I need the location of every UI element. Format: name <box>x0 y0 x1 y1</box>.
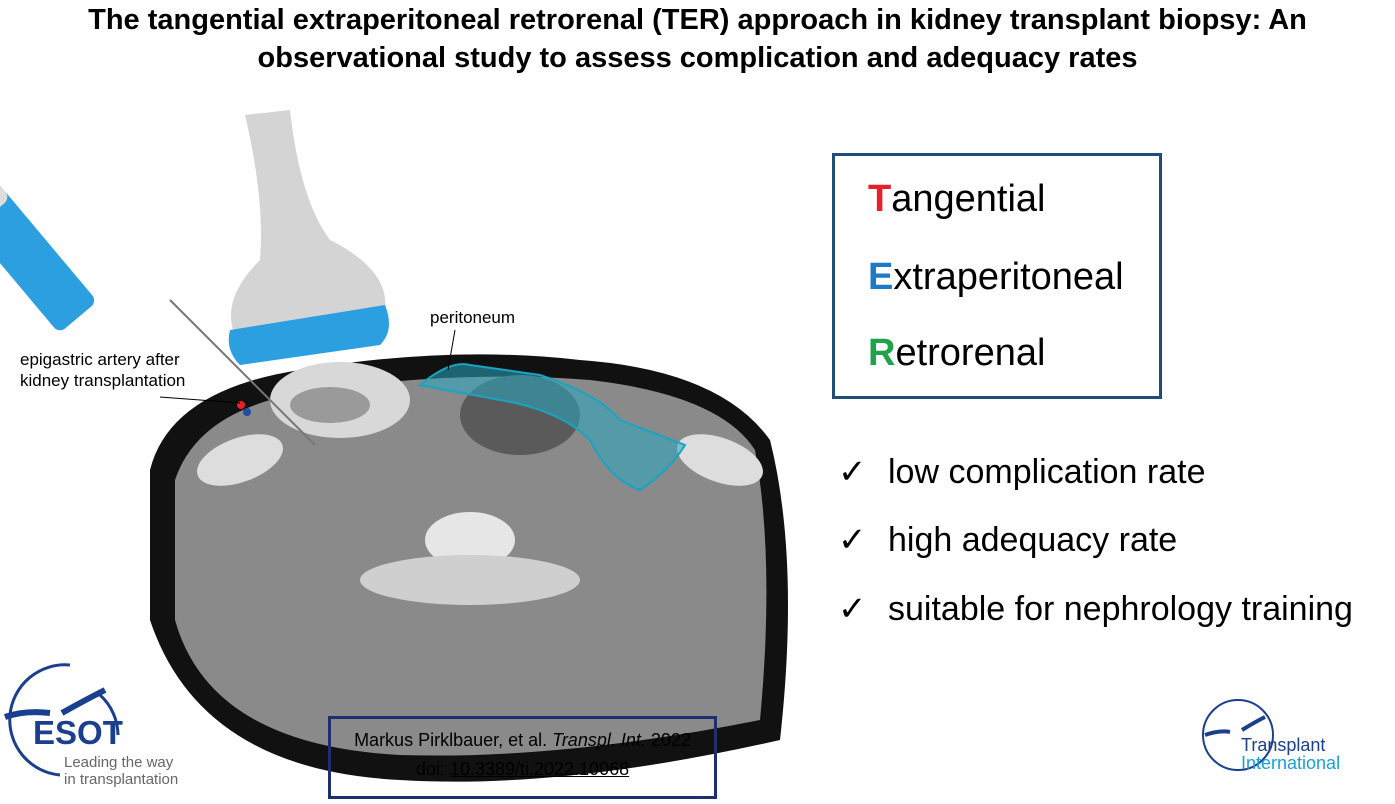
hands-circle-icon <box>1202 699 1274 771</box>
citation-authors: Markus Pirklbauer, et al. <box>354 730 548 750</box>
letter-t: T <box>868 178 892 220</box>
doi-label: doi: <box>415 759 445 779</box>
ter-rest: angential <box>891 178 1046 220</box>
ti-wordmark-1: Transplant <box>1241 735 1326 755</box>
benefit-item: ✓ suitable for nephrology training <box>838 589 1353 629</box>
letter-e: E <box>868 256 894 298</box>
esot-tagline-1: Leading the way <box>64 754 174 771</box>
citation-year: 2022 <box>650 730 691 750</box>
benefit-item: ✓ low complication rate <box>838 452 1205 492</box>
title-line-1: The tangential extraperitoneal retrorena… <box>88 4 1307 36</box>
citation-journal: Transpl. Int. <box>552 730 646 750</box>
check-icon: ✓ <box>838 521 867 559</box>
hands-circle-icon <box>4 663 120 777</box>
ter-rest: etrorenal <box>895 332 1046 374</box>
ct-scan <box>150 354 788 782</box>
ter-extraperitoneal: Extraperitoneal <box>868 256 1124 299</box>
citation-box: Markus Pirklbauer, et al. Transpl. Int. … <box>328 716 717 799</box>
title-line-2: observational study to assess complicati… <box>257 42 1138 74</box>
ultrasound-probe-icon <box>228 110 389 365</box>
doi-link[interactable]: 10.3389/ti.2022.10068 <box>449 759 630 779</box>
letter-r: R <box>868 332 896 374</box>
ct-illustration <box>0 110 788 782</box>
label-artery-1: epigastric artery after <box>20 350 180 369</box>
benefit-item: ✓ high adequacy rate <box>838 520 1177 560</box>
esot-tagline-2: in transplantation <box>64 771 179 788</box>
benefit-text: high adequacy rate <box>888 521 1178 559</box>
ter-retrorenal: Retrorenal <box>868 332 1045 375</box>
benefit-text: suitable for nephrology training <box>888 590 1353 628</box>
ti-wordmark-2: International <box>1241 753 1341 773</box>
label-artery-2: kidney transplantation <box>20 371 186 390</box>
ter-tangential: Tangential <box>868 178 1045 221</box>
biopsy-needle-icon <box>0 170 316 446</box>
benefit-text: low complication rate <box>888 453 1206 491</box>
ter-acronym-box: Tangential Extraperitoneal Retrorenal <box>832 153 1162 399</box>
label-peritoneum: peritoneum <box>430 308 516 327</box>
check-icon: ✓ <box>838 453 867 491</box>
esot-wordmark: ESOT <box>33 714 123 751</box>
ter-rest: xtraperitoneal <box>893 256 1124 298</box>
check-icon: ✓ <box>838 590 867 628</box>
